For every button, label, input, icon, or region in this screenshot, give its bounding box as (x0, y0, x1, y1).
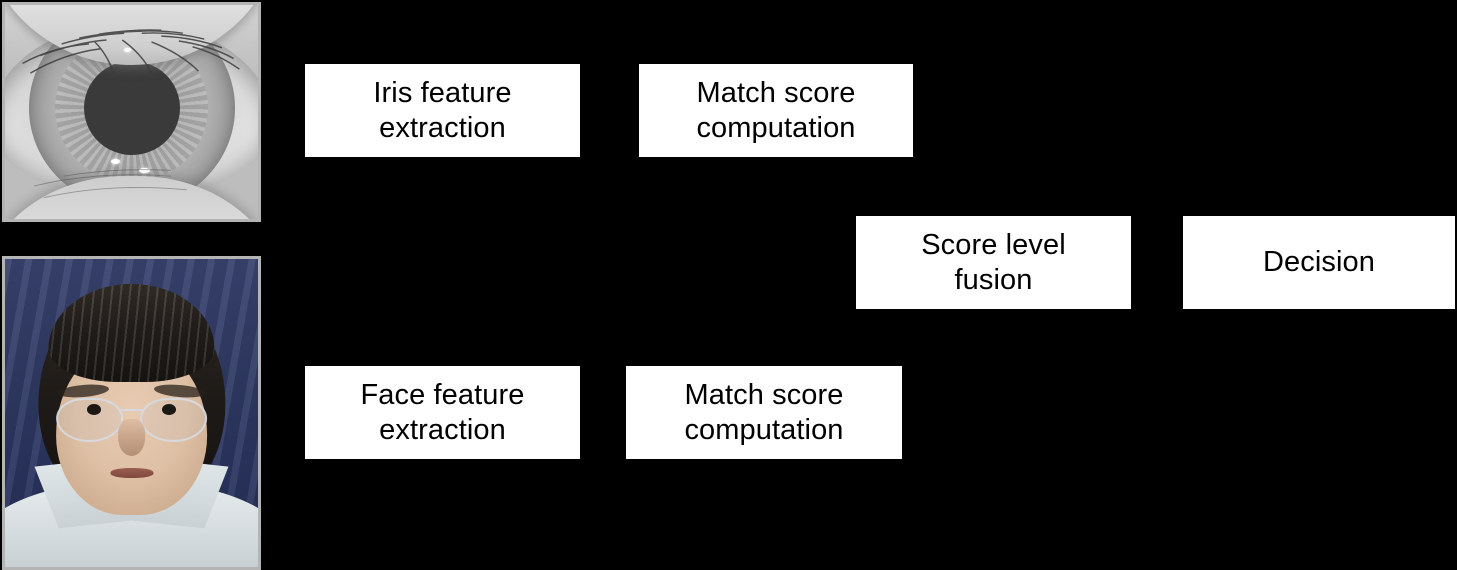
face-image-content (5, 259, 258, 567)
score-level-fusion-line-1: Score level (921, 229, 1066, 262)
face-feature-extraction-line-1: Face feature (360, 379, 525, 412)
eye-specular-highlight-2 (139, 167, 151, 173)
score-level-fusion-box: Score level fusion (856, 216, 1131, 309)
iris-feature-extraction-line-2: extraction (379, 111, 506, 144)
face-feature-extraction-box: Face feature extraction (305, 366, 580, 459)
decision-box: Decision (1183, 216, 1455, 309)
iris-image-content (5, 5, 258, 219)
face-match-score-line-2: computation (684, 413, 844, 446)
face-bangs (48, 283, 215, 383)
iris-match-score-computation-box: Match score computation (639, 64, 913, 157)
face-match-score-line-1: Match score (684, 379, 844, 412)
score-level-fusion-line-2: fusion (954, 263, 1033, 296)
iris-feature-extraction-box: Iris feature extraction (305, 64, 580, 157)
face-nose (117, 419, 146, 457)
eyeglass-bridge (120, 408, 143, 411)
face-feature-extraction-line-2: extraction (379, 413, 506, 446)
decision-label: Decision (1262, 246, 1375, 279)
eyeglass-lens-right (139, 397, 208, 442)
iris-sample-image (2, 2, 261, 222)
iris-match-score-line-2: computation (696, 111, 856, 144)
face-eye-left (87, 403, 102, 415)
face-sample-image (2, 256, 261, 570)
face-mouth (110, 468, 153, 479)
eye-specular-highlight-3 (123, 47, 131, 52)
iris-feature-extraction-line-1: Iris feature (373, 77, 512, 110)
eye-pupil (83, 60, 180, 155)
iris-match-score-line-1: Match score (696, 77, 856, 110)
face-match-score-computation-box: Match score computation (626, 366, 902, 459)
eye-specular-highlight (111, 159, 121, 165)
face-eye-right (161, 403, 176, 415)
